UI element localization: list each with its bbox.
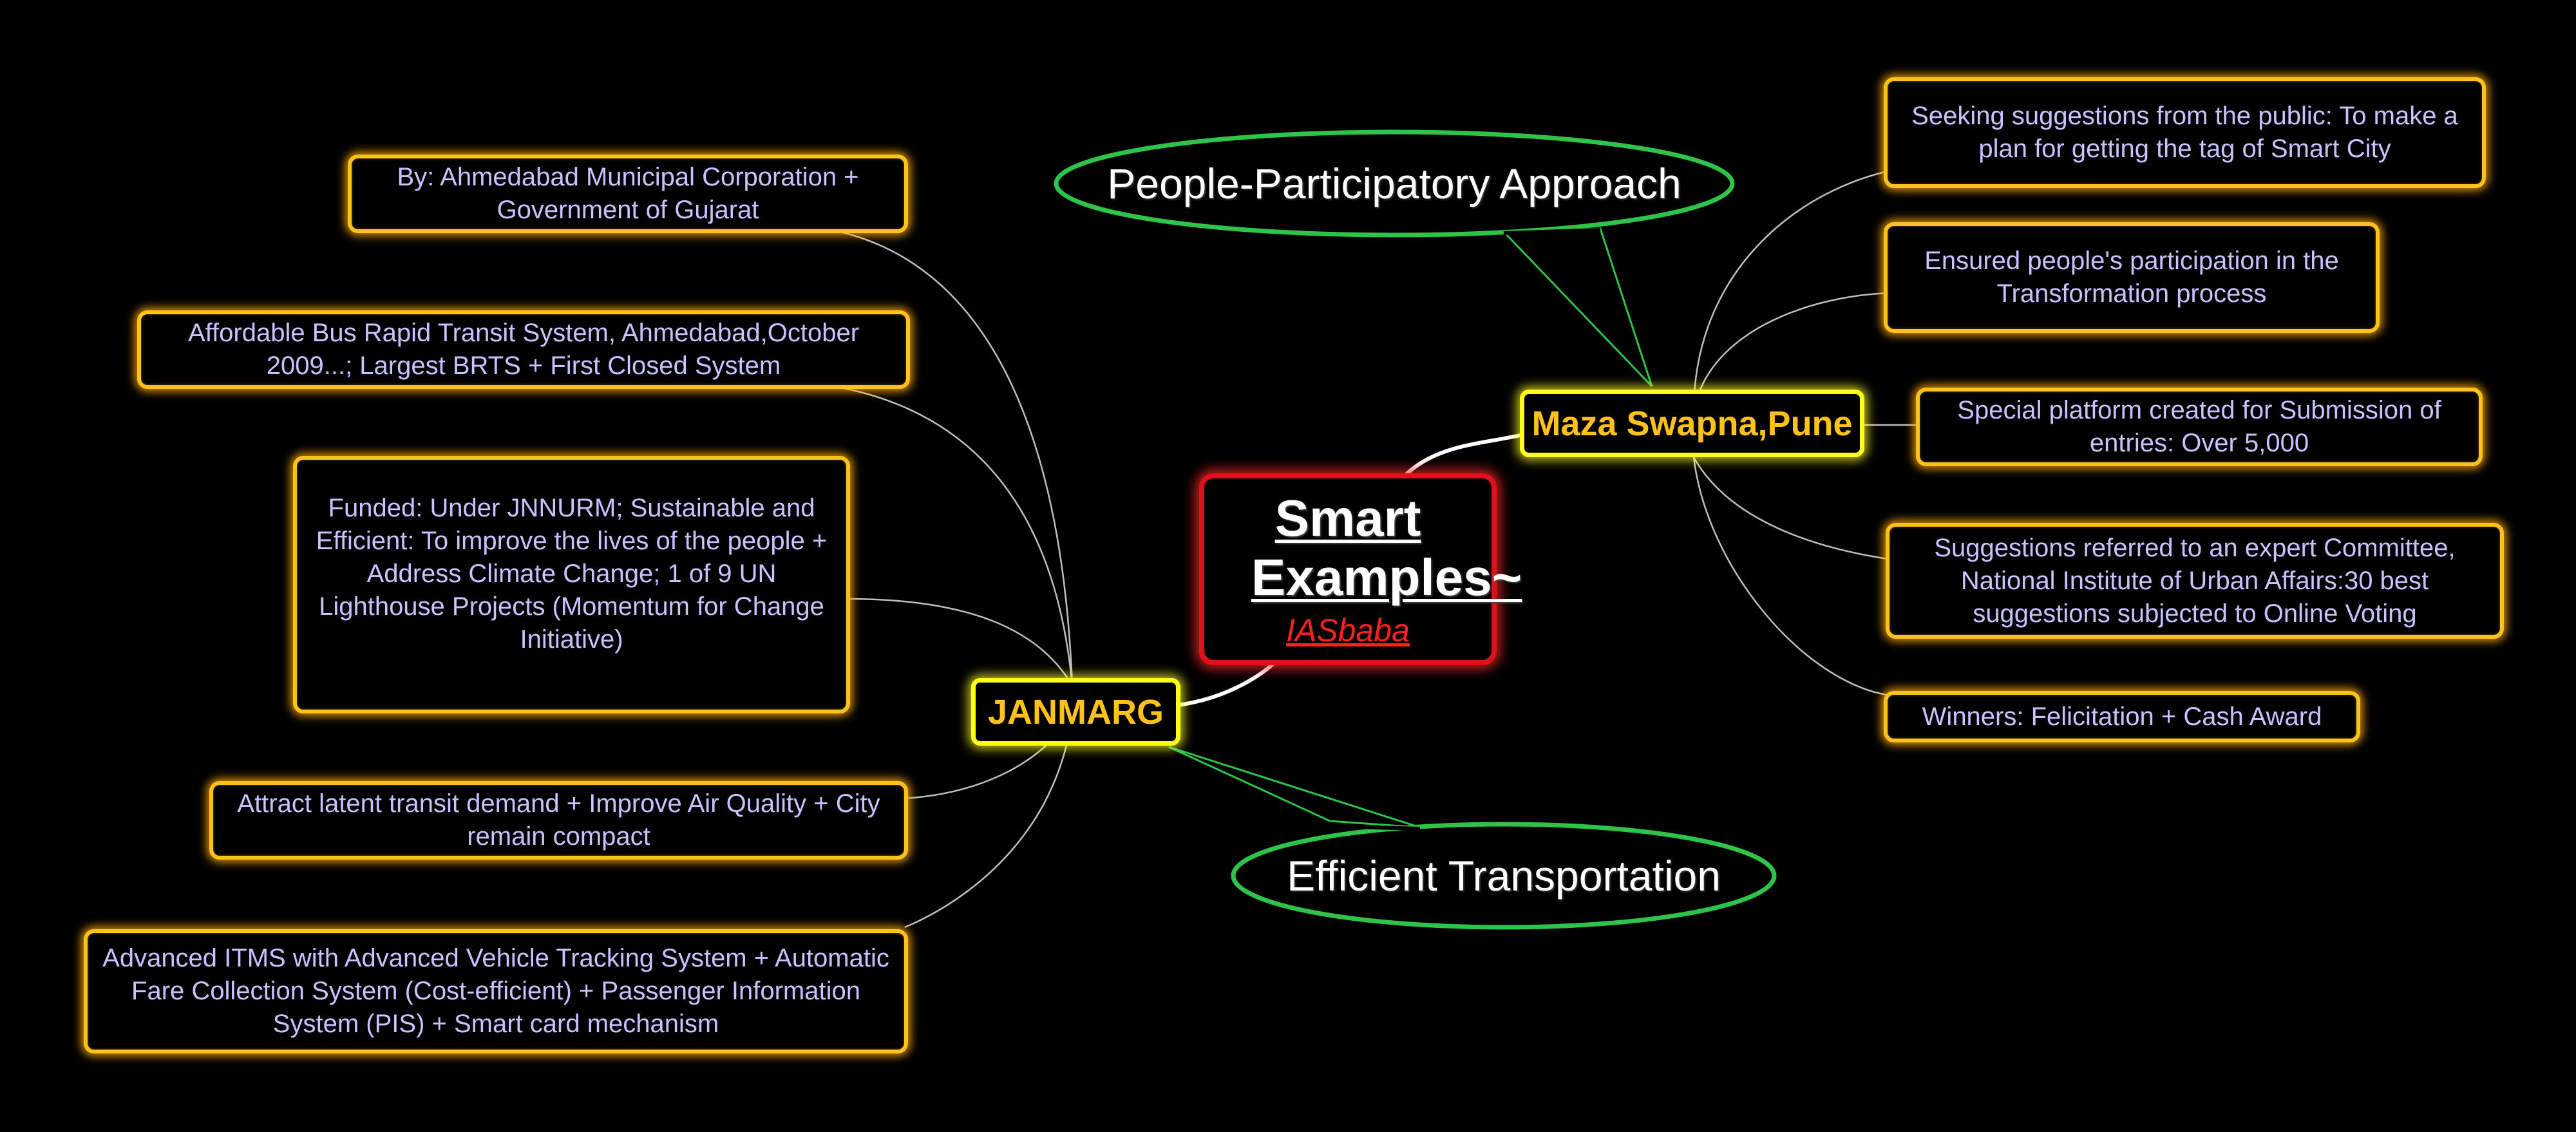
link-maza-leaf-5 [1692, 457, 1891, 697]
callout-pointer-transport [1168, 746, 1421, 829]
hub-maza-swapna-label: Maza Swapna,Pune [1531, 404, 1853, 443]
maza-leaf-4-text: Suggestions referred to an expert Commit… [1934, 533, 2456, 628]
janmarg-leaf-2[interactable]: Affordable Bus Rapid Transit System, Ahm… [137, 310, 910, 389]
link-janmarg-leaf-5 [904, 714, 1074, 929]
janmarg-leaf-3[interactable]: Funded: Under JNNURM; Sustainable and Ef… [293, 456, 850, 713]
maza-leaf-3-text: Special platform created for Submission … [1957, 396, 2441, 457]
link-janmarg-leaf-2 [833, 385, 1074, 686]
maza-leaf-3[interactable]: Special platform created for Submission … [1916, 388, 2483, 466]
central-subtitle: IASbaba [1286, 612, 1410, 648]
maza-leaf-2[interactable]: Ensured people's participation in the Tr… [1884, 222, 2380, 333]
central-title: Smart Examples~ [1251, 489, 1522, 606]
hub-janmarg-label: JANMARG [987, 692, 1164, 731]
maza-leaf-5[interactable]: Winners: Felicitation + Cash Award [1884, 691, 2360, 742]
hub-maza-swapna[interactable]: Maza Swapna,Pune [1520, 390, 1864, 457]
link-maza-leaf-2 [1692, 292, 1891, 413]
janmarg-leaf-2-text: Affordable Bus Rapid Transit System, Ahm… [187, 319, 860, 380]
janmarg-leaf-4[interactable]: Attract latent transit demand + Improve … [209, 781, 908, 860]
janmarg-leaf-5-text: Advanced ITMS with Advanced Vehicle Trac… [102, 944, 889, 1038]
link-janmarg-leaf-3 [846, 598, 1074, 686]
link-maza-leaf-4 [1692, 457, 1897, 561]
link-maza-leaf-1 [1692, 169, 1891, 413]
callout-label-people: People-Participatory Approach [1107, 160, 1681, 207]
maza-leaf-4[interactable]: Suggestions referred to an expert Commit… [1886, 523, 2504, 639]
maza-leaf-1[interactable]: Seeking suggestions from the public: To … [1884, 77, 2486, 188]
callout-bubble-people [1054, 129, 1735, 238]
maza-leaf-2-text: Ensured people's participation in the Tr… [1924, 247, 2339, 308]
janmarg-leaf-1[interactable]: By: Ahmedabad Municipal Corporation + Go… [348, 155, 908, 233]
central-topic[interactable]: Smart Examples~ IASbaba [1199, 473, 1522, 665]
maza-leaf-1-text: Seeking suggestions from the public: To … [1911, 102, 2458, 163]
callout-pointer-people [1501, 227, 1653, 388]
janmarg-leaf-1-text: By: Ahmedabad Municipal Corporation + Go… [397, 163, 859, 224]
maza-leaf-5-text: Winners: Felicitation + Cash Award [1922, 702, 2322, 731]
link-central-maza [1402, 433, 1524, 478]
janmarg-leaf-3-text: Funded: Under JNNURM; Sustainable and Ef… [316, 494, 828, 654]
janmarg-leaf-4-text: Attract latent transit demand + Improve … [237, 789, 880, 851]
callout-label-transport: Efficient Transportation [1287, 852, 1721, 900]
hub-janmarg[interactable]: JANMARG [971, 678, 1180, 746]
link-janmarg-leaf-1 [840, 231, 1074, 686]
janmarg-leaf-5[interactable]: Advanced ITMS with Advanced Vehicle Trac… [84, 929, 908, 1053]
callout-bubble-transport [1231, 822, 1777, 930]
